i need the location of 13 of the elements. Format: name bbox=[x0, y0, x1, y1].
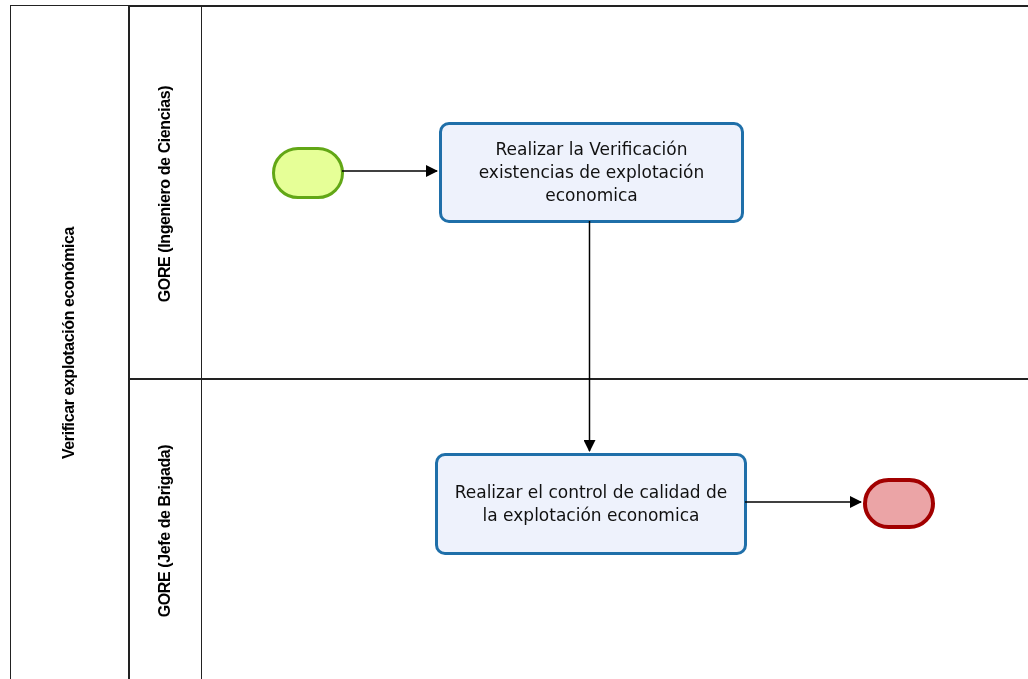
pool-label: Verificar explotación económica bbox=[59, 226, 79, 460]
arrow bbox=[583, 220, 596, 452]
task-text: Realizar la Verificación existencias de explotación economica bbox=[477, 138, 706, 207]
task-box bbox=[439, 122, 744, 223]
swimlane bbox=[129, 6, 1028, 379]
arrow bbox=[341, 165, 438, 177]
task-text: Realizar el control de calidad de la explotación economica bbox=[453, 481, 729, 527]
pool bbox=[10, 5, 1028, 679]
arrow bbox=[744, 496, 862, 508]
swimlane bbox=[129, 379, 1028, 679]
lane-label: GORE (Jefe de Brigada) bbox=[155, 444, 175, 617]
lane-label: GORE (Ingeniero de Ciencias) bbox=[155, 85, 175, 302]
task-box bbox=[435, 453, 747, 555]
